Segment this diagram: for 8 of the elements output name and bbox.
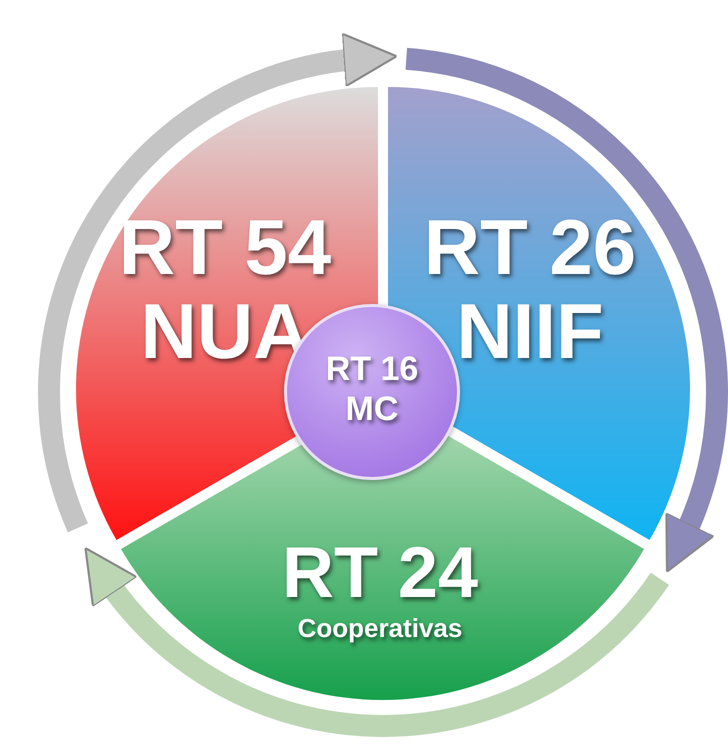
standard-title: RT 16 <box>326 352 418 386</box>
standard-title: RT 54 <box>118 208 332 286</box>
standard-subtitle: NUA <box>140 292 310 370</box>
standard-subtitle: NIIF <box>456 292 604 370</box>
standard-subtitle: Cooperativas <box>298 615 462 641</box>
standard-title: RT 24 <box>282 537 478 609</box>
standard-subtitle: MC <box>346 392 398 426</box>
standard-title: RT 26 <box>424 208 636 286</box>
